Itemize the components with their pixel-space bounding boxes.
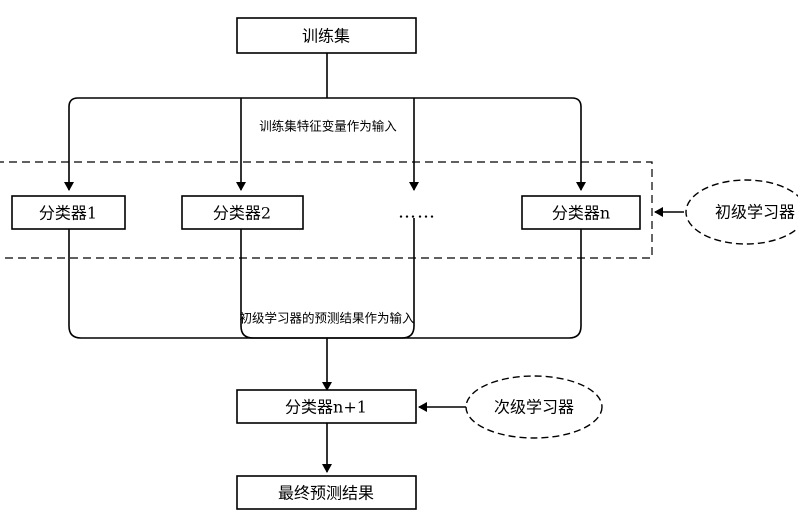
more-classifiers-ellipsis: …… [398, 202, 436, 223]
classifier-n-node: 分类器n [521, 195, 641, 230]
edge-label-training-features: 训练集特征变量作为输入 [259, 119, 397, 134]
classifier-1-node: 分类器1 [11, 195, 126, 230]
final-result-label: 最终预测结果 [278, 484, 374, 503]
secondary-learner-group: 次级学习器 [465, 375, 603, 439]
final-result-node: 最终预测结果 [236, 475, 417, 510]
merge-connectors [68, 218, 582, 473]
classifier-2-node: 分类器2 [181, 195, 304, 230]
classifier-1-label: 分类器1 [39, 204, 97, 223]
secondary-learner-label: 次级学习器 [494, 398, 574, 417]
training-set-node: 训练集 [236, 17, 417, 54]
primary-learner-group: 初级学习器 [685, 179, 798, 245]
split-connectors [64, 53, 586, 191]
classifier-n-label: 分类器n [552, 204, 610, 223]
primary-learner-group-frame [0, 161, 653, 259]
meta-classifier-label: 分类器n+1 [285, 398, 367, 417]
meta-classifier-node: 分类器n+1 [236, 389, 417, 424]
classifier-2-label: 分类器2 [213, 204, 271, 223]
edge-label-primary-predictions: 初级学习器的预测结果作为输入 [239, 311, 415, 326]
training-set-label: 训练集 [302, 27, 350, 46]
primary-learner-label: 初级学习器 [715, 203, 795, 222]
